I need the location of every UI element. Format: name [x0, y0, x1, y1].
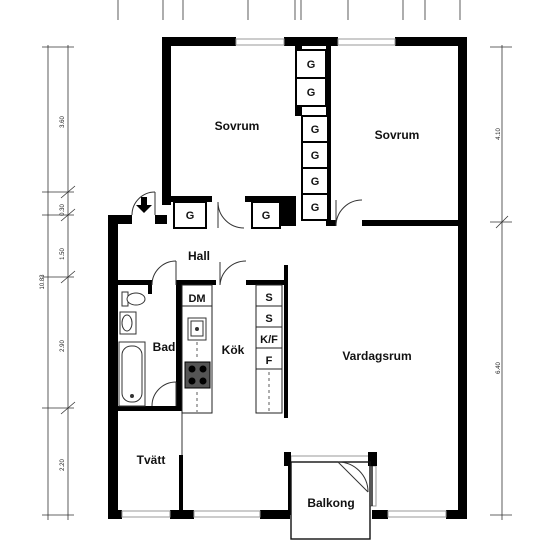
closet-label-g-2: G: [307, 87, 316, 99]
interior-walls: [108, 46, 462, 515]
room-label-vardagsrum: Vardagsrum: [342, 349, 411, 363]
closet-label-s-1: S: [265, 292, 272, 304]
closet-label-g-6: G: [311, 202, 320, 214]
dim-left-segment-4: 2.90: [60, 340, 66, 352]
dim-left-total: 10.83: [40, 274, 46, 290]
closet-label-g-3: G: [311, 124, 320, 136]
dim-left-segment-3: 1.50: [60, 248, 66, 260]
closet-label-g-8: G: [262, 210, 271, 222]
room-label-sovrum-left: Sovrum: [215, 119, 260, 133]
room-label-hall: Hall: [188, 249, 210, 263]
sink-icon: [187, 317, 207, 341]
dim-left-segment-5: 2.20: [60, 459, 66, 471]
closets-g: [173, 49, 329, 229]
closet-label-g-1: G: [307, 59, 316, 71]
balcony-outline: [290, 461, 373, 540]
window: [235, 38, 285, 46]
closet-label-g-7: G: [186, 210, 195, 222]
kitchen-cabinets-right: [255, 284, 283, 414]
closet-label-g-4: G: [311, 150, 320, 162]
room-label-tvatt: Tvätt: [137, 453, 166, 467]
dim-right-segment-1: 4.10: [496, 128, 502, 140]
toilet-icon: [121, 291, 146, 307]
closet-label-f: F: [266, 355, 273, 367]
closet-label-dm: DM: [188, 293, 205, 305]
window: [369, 465, 377, 507]
dim-right-segment-2: 6.40: [496, 362, 502, 374]
entrance-arrow-icon: [136, 197, 152, 213]
window: [290, 455, 370, 463]
closet-label-s-2: S: [265, 313, 272, 325]
room-label-kok: Kök: [222, 343, 245, 357]
closet-label-kf: K/F: [260, 334, 278, 346]
window: [193, 510, 261, 518]
room-label-sovrum-right: Sovrum: [375, 128, 420, 142]
window: [121, 510, 171, 518]
exterior-walls: [108, 37, 467, 519]
window: [387, 510, 447, 518]
dim-left-segment-2: 0.30: [60, 204, 66, 216]
room-label-balkong: Balkong: [307, 496, 354, 510]
window: [337, 38, 396, 46]
bathtub-icon: [118, 341, 146, 407]
washbasin-icon: [119, 311, 137, 335]
stove-icon: [184, 361, 211, 389]
closet-label-g-5: G: [311, 176, 320, 188]
dim-left-segment-1: 3.60: [60, 116, 66, 128]
doors: [131, 191, 369, 493]
room-label-bad: Bad: [153, 340, 176, 354]
dimension-lines: [42, 0, 512, 520]
